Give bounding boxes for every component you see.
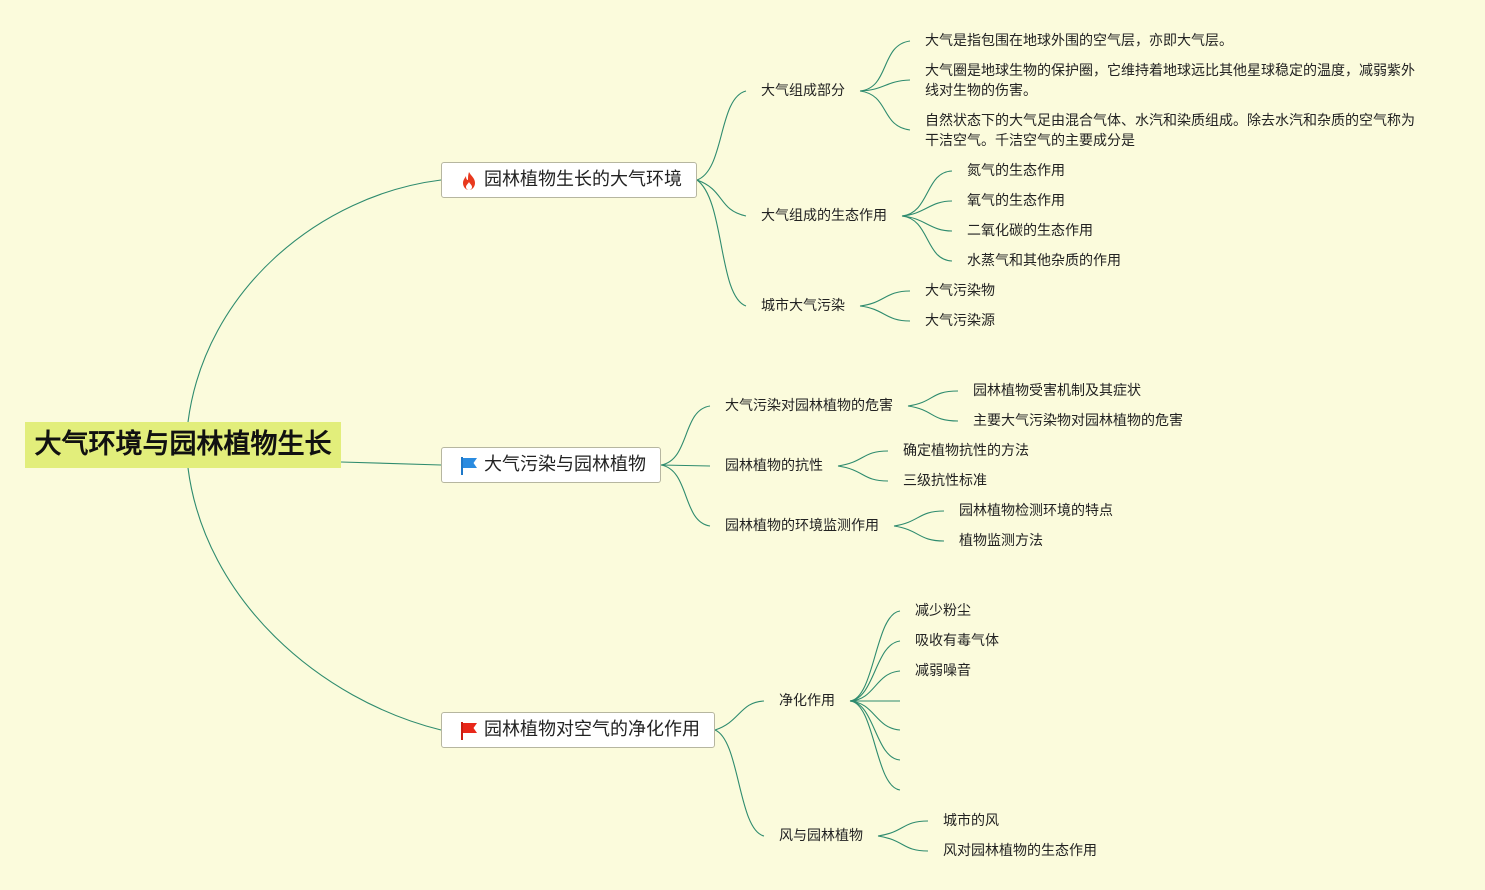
- subtopic-pollution-harm[interactable]: 大气污染对园林植物的危害: [725, 398, 893, 414]
- leaf-topic[interactable]: 水蒸气和其他杂质的作用: [967, 253, 1121, 269]
- leaf-topic[interactable]: 主要大气污染物对园林植物的危害: [973, 413, 1183, 429]
- branch-topic-pollution-and-plants[interactable]: 大气污染与园林植物: [441, 447, 661, 483]
- leaf-topic[interactable]: 大气污染源: [925, 313, 995, 329]
- branch-topic-atmosphere-environment[interactable]: 园林植物生长的大气环境: [441, 162, 697, 198]
- leaf-topic[interactable]: 减少粉尘: [915, 603, 971, 619]
- leaf-topic[interactable]: 城市的风: [943, 813, 999, 829]
- subtopic-plant-resistance[interactable]: 园林植物的抗性: [725, 458, 823, 474]
- leaf-topic[interactable]: 减弱噪音: [915, 663, 971, 679]
- subtopic-atmosphere-composition[interactable]: 大气组成部分: [761, 83, 845, 99]
- leaf-topic[interactable]: 园林植物受害机制及其症状: [973, 383, 1141, 399]
- leaf-topic[interactable]: 氮气的生态作用: [967, 163, 1065, 179]
- leaf-topic[interactable]: 二氧化碳的生态作用: [967, 223, 1093, 239]
- leaf-topic[interactable]: 园林植物检测环境的特点: [959, 503, 1113, 519]
- subtopic-ecological-role[interactable]: 大气组成的生态作用: [761, 208, 887, 224]
- red-flag-icon: [461, 722, 477, 740]
- subtopic-environmental-monitoring[interactable]: 园林植物的环境监测作用: [725, 518, 879, 534]
- branch-topic-label: 大气污染与园林植物: [484, 454, 646, 475]
- leaf-topic[interactable]: 大气污染物: [925, 283, 995, 299]
- leaf-topic[interactable]: 风对园林植物的生态作用: [943, 843, 1097, 859]
- root-topic[interactable]: 大气环境与园林植物生长: [25, 422, 341, 468]
- leaf-topic[interactable]: 植物监测方法: [959, 533, 1043, 549]
- branch-topic-label: 园林植物对空气的净化作用: [484, 719, 700, 740]
- subtopic-urban-air-pollution[interactable]: 城市大气污染: [761, 298, 845, 314]
- branch-topic-label: 园林植物生长的大气环境: [484, 169, 682, 190]
- leaf-topic[interactable]: 自然状态下的大气足由混合气体、水汽和染质组成。除去水汽和杂质的空气称为干洁空气。…: [925, 113, 1415, 149]
- subtopic-wind-and-plants[interactable]: 风与园林植物: [779, 828, 863, 844]
- fire-icon: [463, 172, 475, 190]
- leaf-topic[interactable]: 氧气的生态作用: [967, 193, 1065, 209]
- branch-topic-air-purification[interactable]: 园林植物对空气的净化作用: [441, 712, 715, 748]
- leaf-topic[interactable]: 大气是指包围在地球外围的空气层，亦即大气层。: [925, 33, 1233, 49]
- leaf-topic[interactable]: 吸收有毒气体: [915, 633, 999, 649]
- blue-flag-icon: [461, 457, 477, 475]
- subtopic-purification[interactable]: 净化作用: [779, 693, 835, 709]
- leaf-topic[interactable]: 三级抗性标准: [903, 473, 987, 489]
- leaf-topic[interactable]: 确定植物抗性的方法: [903, 443, 1029, 459]
- leaf-topic[interactable]: 大气圈是地球生物的保护圈，它维持着地球远比其他星球稳定的温度，减弱紫外线对生物的…: [925, 63, 1415, 99]
